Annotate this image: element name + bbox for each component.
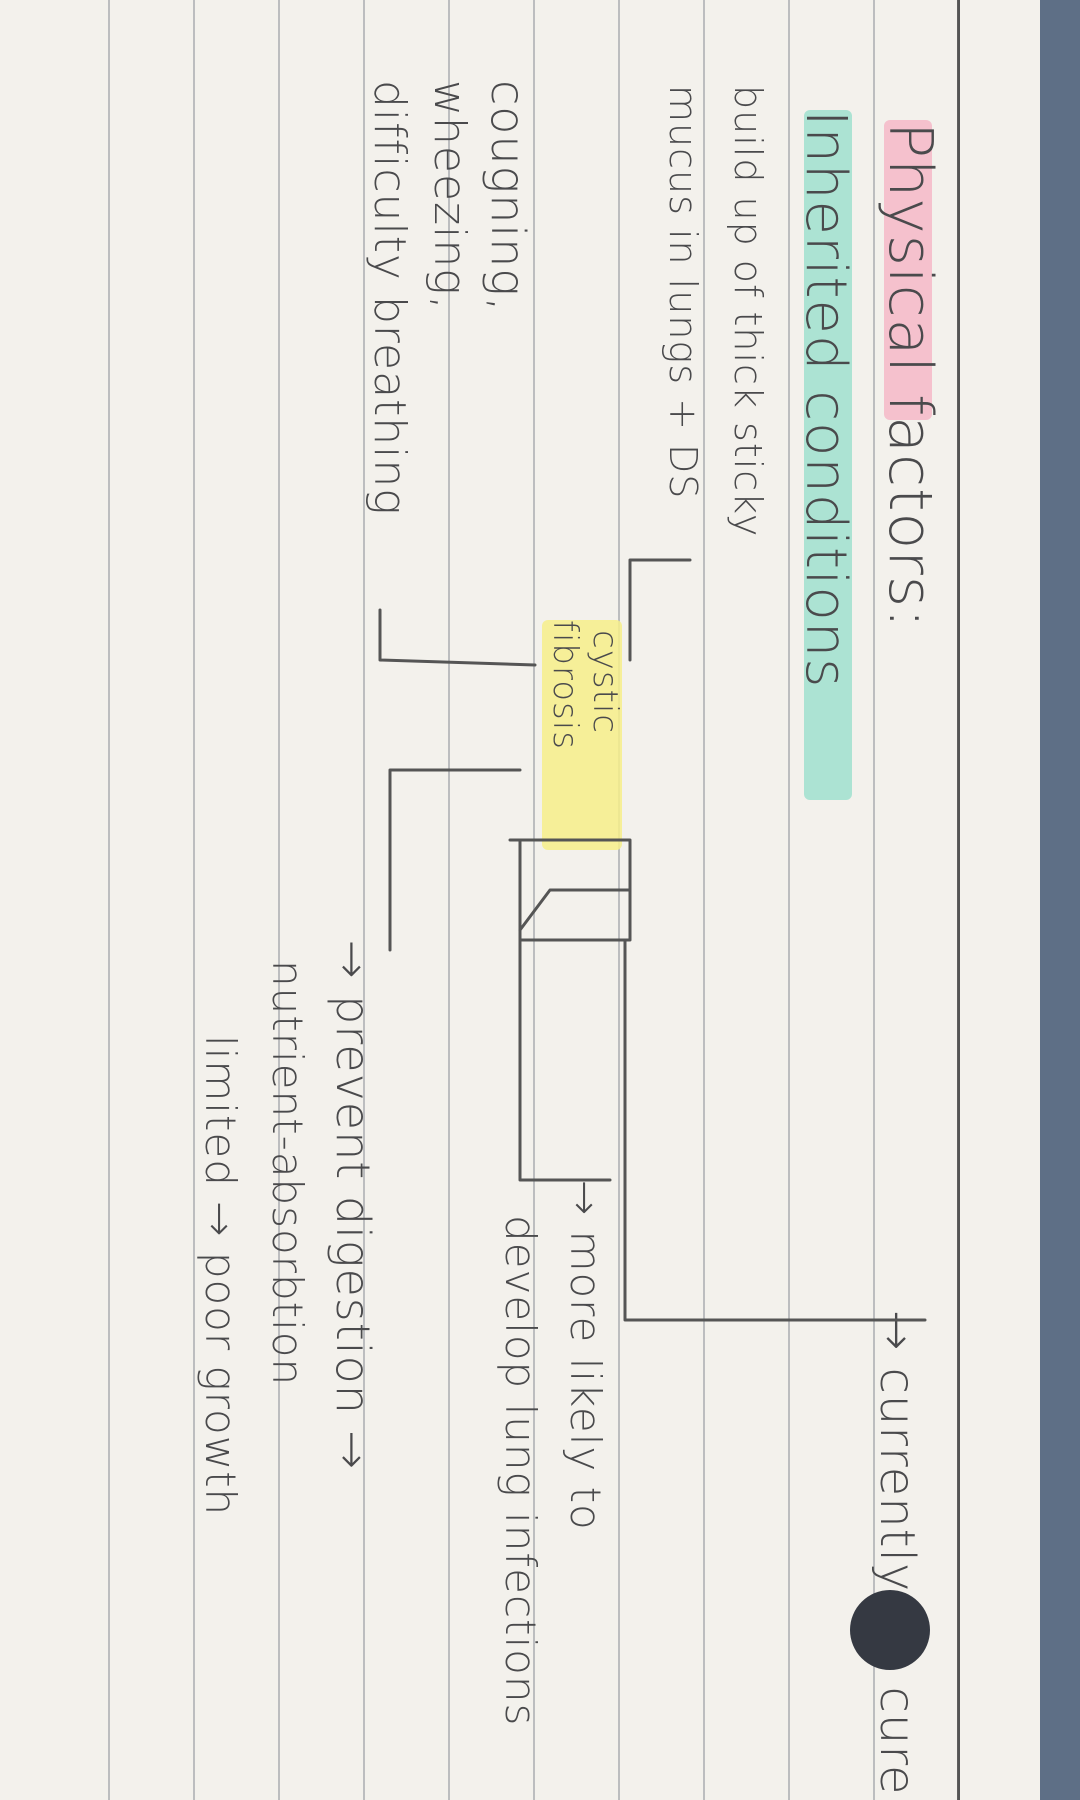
connector-to-mucus: [628, 558, 692, 662]
connector-to-symptoms: [378, 608, 537, 667]
topic-box: [508, 838, 632, 942]
desk-background: [1040, 0, 1080, 1800]
connector-to-infection: [518, 938, 612, 1182]
connector-to-digestion: [388, 768, 522, 952]
topic-divider: [518, 888, 632, 932]
punch-hole: [850, 1590, 930, 1670]
connector-to-cure: [623, 938, 927, 1322]
